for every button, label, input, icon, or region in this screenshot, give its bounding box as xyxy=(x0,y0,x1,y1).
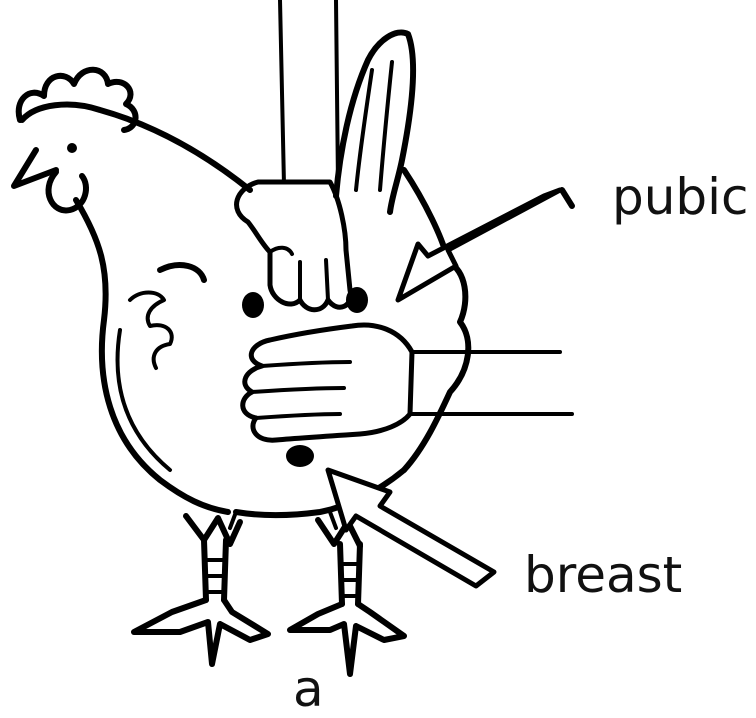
hen-body xyxy=(14,32,468,528)
breast-label: breast xyxy=(524,546,682,604)
lower-hand xyxy=(243,325,572,440)
pubic-label: pubic xyxy=(612,168,749,226)
hen-legs xyxy=(134,516,404,674)
upper-hand xyxy=(237,0,351,310)
figure-caption: a xyxy=(293,660,324,718)
breast-bone-dot xyxy=(286,445,314,467)
